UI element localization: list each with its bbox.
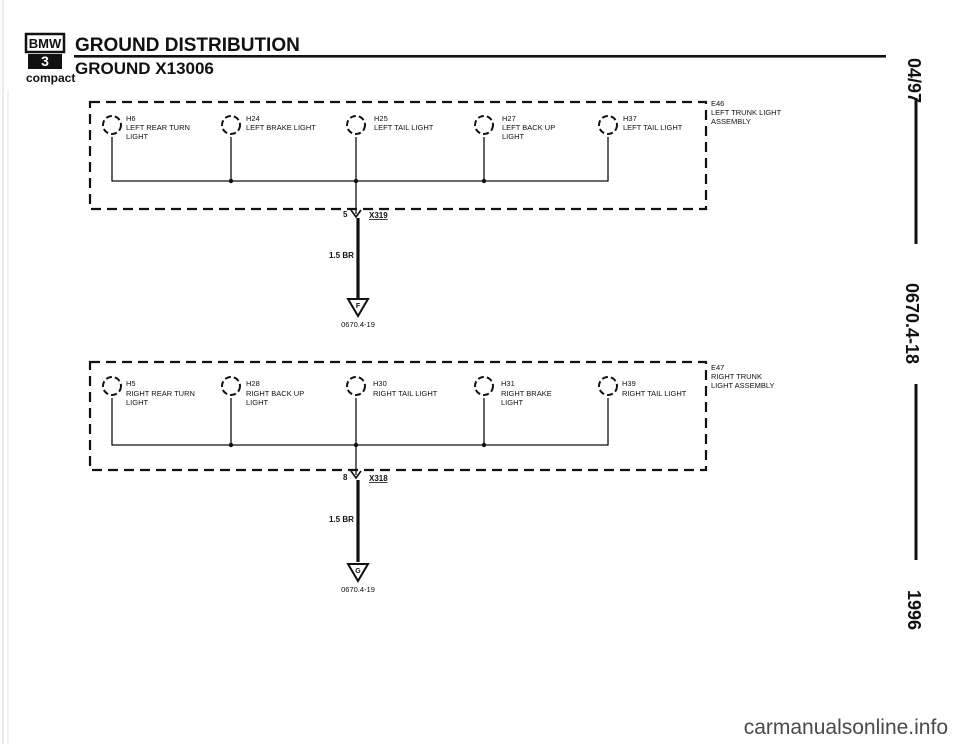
- assembly-boundary: [88, 100, 708, 211]
- splice-dot: [481, 442, 487, 448]
- lamp-id: H6: [126, 114, 136, 123]
- connector-icon: [350, 209, 362, 219]
- wire-spec: 1.5 BR: [329, 251, 354, 260]
- connector-pin: 5: [343, 210, 348, 219]
- ref-letter: G: [355, 568, 361, 575]
- lamp-h25: H25 LEFT TAIL LIGHT: [346, 114, 434, 135]
- sidebar-year: 1996: [904, 590, 924, 630]
- ref-page: 0670.4-19: [341, 320, 375, 329]
- assembly-name: E47: [711, 363, 724, 372]
- lamp-desc: LEFT BRAKE LIGHT: [246, 123, 316, 132]
- off-page-ref-icon: [346, 563, 370, 583]
- lamp-h24: H24 LEFT BRAKE LIGHT: [221, 114, 316, 135]
- sidebar-page-code: 0670.4-18: [902, 283, 922, 364]
- lamp-icon: [346, 115, 366, 135]
- lamp-desc: LIGHT: [246, 398, 269, 407]
- lamp-id: H5: [126, 379, 136, 388]
- sidebar: 04/97 0670.4-18 1996: [902, 58, 924, 630]
- lamp-h28: H28 RIGHT BACK UP LIGHT: [221, 376, 304, 407]
- splice-dot: [481, 178, 487, 184]
- lamp-icon: [221, 376, 241, 396]
- lamp-id: H28: [246, 379, 260, 388]
- lamp-id: H37: [623, 114, 637, 123]
- lamp-icon: [474, 376, 494, 396]
- lamp-desc: LEFT TAIL LIGHT: [374, 123, 434, 132]
- lamp-icon: [598, 376, 618, 396]
- lamp-h27: H27 LEFT BACK UP LIGHT: [474, 114, 555, 141]
- lamp-id: H39: [622, 379, 636, 388]
- right-trunk-light-assembly: E47 RIGHT TRUNK LIGHT ASSEMBLY H5 RIGHT …: [88, 360, 775, 594]
- lamp-icon: [102, 376, 122, 396]
- lamp-id: H27: [502, 114, 516, 123]
- lamp-desc: LEFT TAIL LIGHT: [623, 123, 683, 132]
- lamp-desc: RIGHT BACK UP: [246, 389, 304, 398]
- off-page-ref-icon: [346, 298, 370, 318]
- lamp-desc: RIGHT REAR TURN: [126, 389, 195, 398]
- logo-bottom-text: 3: [41, 53, 49, 69]
- lamp-icon: [346, 376, 366, 396]
- lamp-id: H25: [374, 114, 388, 123]
- lamp-id: H24: [246, 114, 260, 123]
- logo-sub-text: compact: [26, 71, 75, 85]
- connector-pin: 8: [343, 473, 348, 482]
- left-trunk-light-assembly: E46 LEFT TRUNK LIGHT ASSEMBLY H6 LEFT RE…: [88, 99, 782, 329]
- lamp-h5: H5 RIGHT REAR TURN LIGHT: [102, 376, 195, 407]
- ref-letter: F: [356, 303, 361, 310]
- ground-bus: [111, 137, 609, 182]
- assembly-desc: LEFT TRUNK LIGHT: [711, 108, 782, 117]
- lamp-id: H31: [501, 379, 515, 388]
- lamp-desc: LIGHT: [501, 398, 524, 407]
- lamp-desc: LIGHT: [502, 132, 525, 141]
- assembly-desc: RIGHT TRUNK: [711, 372, 762, 381]
- lamp-h30: H30 RIGHT TAIL LIGHT: [346, 376, 438, 398]
- lamp-id: H30: [373, 379, 387, 388]
- lamp-h37: H37 LEFT TAIL LIGHT: [598, 114, 683, 135]
- connector-id: X319: [369, 211, 388, 220]
- lamp-desc: LIGHT: [126, 398, 149, 407]
- bmw-logo: BMW 3 compact: [24, 32, 75, 85]
- watermark: carmanualsonline.info: [744, 716, 948, 739]
- lamp-desc: LIGHT: [126, 132, 149, 141]
- assembly-boundary: [88, 360, 708, 472]
- connector-icon: [350, 470, 362, 480]
- lamp-desc: RIGHT TAIL LIGHT: [622, 389, 687, 398]
- assembly-name: E46: [711, 99, 724, 108]
- logo-top-text: BMW: [29, 36, 62, 51]
- lamp-icon: [598, 115, 618, 135]
- wire-spec: 1.5 BR: [329, 515, 354, 524]
- lamp-desc: RIGHT BRAKE: [501, 389, 552, 398]
- connector-id: X318: [369, 474, 388, 483]
- page-subtitle: GROUND X13006: [75, 59, 214, 78]
- sidebar-date: 04/97: [904, 58, 924, 103]
- splice-dot: [228, 178, 234, 184]
- lamp-desc: RIGHT TAIL LIGHT: [373, 389, 438, 398]
- assembly-desc: LIGHT ASSEMBLY: [711, 381, 775, 390]
- lamp-h39: H39 RIGHT TAIL LIGHT: [598, 376, 687, 398]
- header-rule: [74, 55, 886, 58]
- lamp-icon: [221, 115, 241, 135]
- assembly-desc: ASSEMBLY: [711, 117, 751, 126]
- lamp-icon: [102, 115, 122, 135]
- lamp-desc: LEFT BACK UP: [502, 123, 555, 132]
- lamp-icon: [474, 115, 494, 135]
- ground-bus: [111, 398, 609, 446]
- splice-dot: [228, 442, 234, 448]
- lamp-desc: LEFT REAR TURN: [126, 123, 190, 132]
- lamp-h6: H6 LEFT REAR TURN LIGHT: [102, 114, 190, 141]
- lamp-h31: H31 RIGHT BRAKE LIGHT: [474, 376, 552, 407]
- page-title: GROUND DISTRIBUTION: [75, 35, 300, 56]
- ref-page: 0670.4-19: [341, 585, 375, 594]
